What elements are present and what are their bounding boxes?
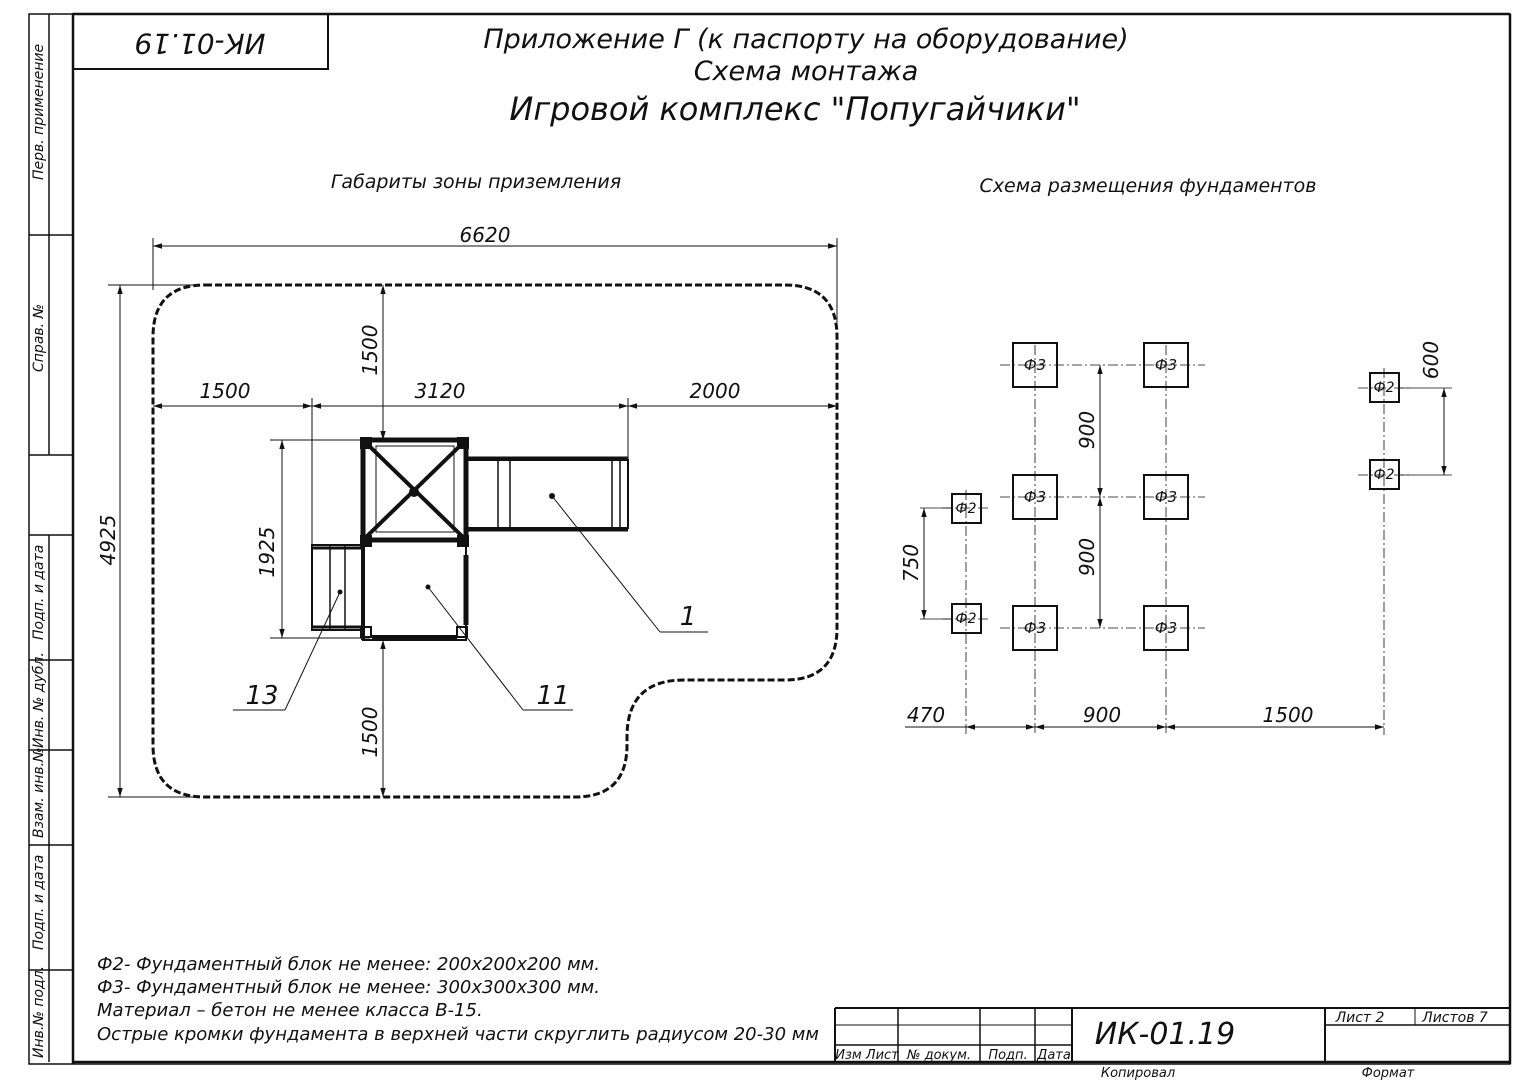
dim-1500-h: 1500 <box>1263 703 1314 727</box>
outer-frame <box>28 13 1511 1065</box>
stamp-vzam-inv-no: Взам. инв.№ <box>31 747 47 838</box>
foundation-f3-2: Ф3 <box>1143 342 1189 388</box>
stamp-podp-i-data-1: Подп. и дата <box>31 545 47 640</box>
note-line-4: Острые кромки фундамента в верхней части… <box>97 1024 819 1045</box>
svg-text:Ф3: Ф3 <box>1024 356 1046 374</box>
dim-top: 1500 <box>358 325 382 376</box>
slide <box>465 456 629 532</box>
section-right-title: Схема размещения фундаментов <box>980 175 1317 197</box>
foundation-f3-5: Ф3 <box>1012 605 1058 651</box>
stamp-perv-primenenie: Перв. применение <box>31 44 47 180</box>
title-block: Изм Лист № докум. Подп. Дата ИК-01.19 Ли… <box>834 1007 1510 1080</box>
listov-label: Листов 7 <box>1421 1010 1488 1026</box>
stamp-inv-no-podl: Инв.№ подл. <box>31 966 47 1058</box>
kopiroval-label: Копировал <box>1101 1066 1175 1080</box>
dim-platform-height: 1925 <box>255 527 279 578</box>
dim-total-height: 4925 <box>96 515 120 566</box>
dim-900-a: 900 <box>1075 411 1099 449</box>
foundation-f2-3: Ф2 <box>1369 372 1400 403</box>
note-line-2: Ф3- Фундаментный блок не менее: 300х300х… <box>97 977 600 998</box>
dim-900-h: 900 <box>1083 703 1121 727</box>
dim-750: 750 <box>899 544 923 582</box>
foundation-f3-4: Ф3 <box>1143 474 1189 520</box>
callout-1: 1 <box>680 602 697 632</box>
svg-text:Ф2: Ф2 <box>956 501 977 517</box>
note-line-3: Материал – бетон не менее класса В-15. <box>97 1000 483 1021</box>
title-line-1: Приложение Г (к паспорту на оборудование… <box>483 24 1128 55</box>
svg-text:Ф2: Ф2 <box>956 611 977 627</box>
code-stamp-top-text: ИК-01.19 <box>134 27 265 60</box>
dim-total-width: 6620 <box>460 223 511 247</box>
foundation-f2-2: Ф2 <box>951 603 982 634</box>
svg-text:Ф2: Ф2 <box>1374 380 1395 396</box>
play-tower <box>360 437 469 641</box>
col-no-dokum: № докум. <box>906 1048 971 1063</box>
callout-11: 11 <box>536 681 569 711</box>
dim-bottom: 1500 <box>358 707 382 758</box>
foundation-f2-1: Ф2 <box>951 493 982 524</box>
stamp-sprav-no: Справ. № <box>31 304 47 372</box>
svg-text:Ф3: Ф3 <box>1024 488 1046 506</box>
svg-text:Ф3: Ф3 <box>1155 356 1177 374</box>
foundations-drawing: Ф3 Ф3 Ф3 Ф3 Ф3 Ф3 Ф2 Ф2 Ф2 Ф2 600 900 90… <box>899 341 1452 735</box>
dim-middle: 3120 <box>415 379 466 403</box>
svg-text:Ф3: Ф3 <box>1155 488 1177 506</box>
foundation-f2-4: Ф2 <box>1369 459 1400 490</box>
format-label: Формат <box>1362 1066 1415 1080</box>
dim-600: 600 <box>1419 341 1443 379</box>
stamp-podp-i-data-2: Подп. и дата <box>31 855 47 950</box>
svg-text:Ф2: Ф2 <box>1374 467 1395 483</box>
landing-zone-outline <box>151 283 839 799</box>
landing-zone-drawing: 6620 4925 1500 3120 2000 1500 1500 1925 <box>96 223 839 799</box>
col-izm-list: Изм Лист <box>835 1048 899 1063</box>
foundation-f3-6: Ф3 <box>1143 605 1189 651</box>
title-block-code: ИК-01.19 <box>1095 1017 1235 1052</box>
title-line-3: Игровой комплекс "Попугайчики" <box>509 90 1080 128</box>
notes: Ф2- Фундаментный блок не менее: 200х200х… <box>97 954 819 1045</box>
svg-text:Ф3: Ф3 <box>1024 619 1046 637</box>
ladder <box>311 544 364 631</box>
title-line-2: Схема монтажа <box>694 56 919 87</box>
stamp-inv-no-dubl: Инв. № дубл. <box>31 652 47 748</box>
foundation-f3-3: Ф3 <box>1012 474 1058 520</box>
note-line-1: Ф2- Фундаментный блок не менее: 200х200х… <box>97 954 600 975</box>
foundation-f3-1: Ф3 <box>1012 342 1058 388</box>
callout-13: 13 <box>245 681 278 711</box>
dim-470: 470 <box>907 703 945 727</box>
col-data: Дата <box>1036 1048 1071 1063</box>
col-podp: Подп. <box>988 1048 1027 1063</box>
section-left-title: Габариты зоны приземления <box>331 171 621 193</box>
side-stamp: Перв. применение Справ. № Подп. и дата И… <box>29 14 73 1062</box>
code-stamp-top: ИК-01.19 <box>72 13 329 70</box>
dim-900-b: 900 <box>1075 538 1099 576</box>
dim-left: 1500 <box>200 379 251 403</box>
list-label: Лист 2 <box>1335 1010 1385 1026</box>
svg-text:Ф3: Ф3 <box>1155 619 1177 637</box>
dim-right: 2000 <box>690 379 741 403</box>
